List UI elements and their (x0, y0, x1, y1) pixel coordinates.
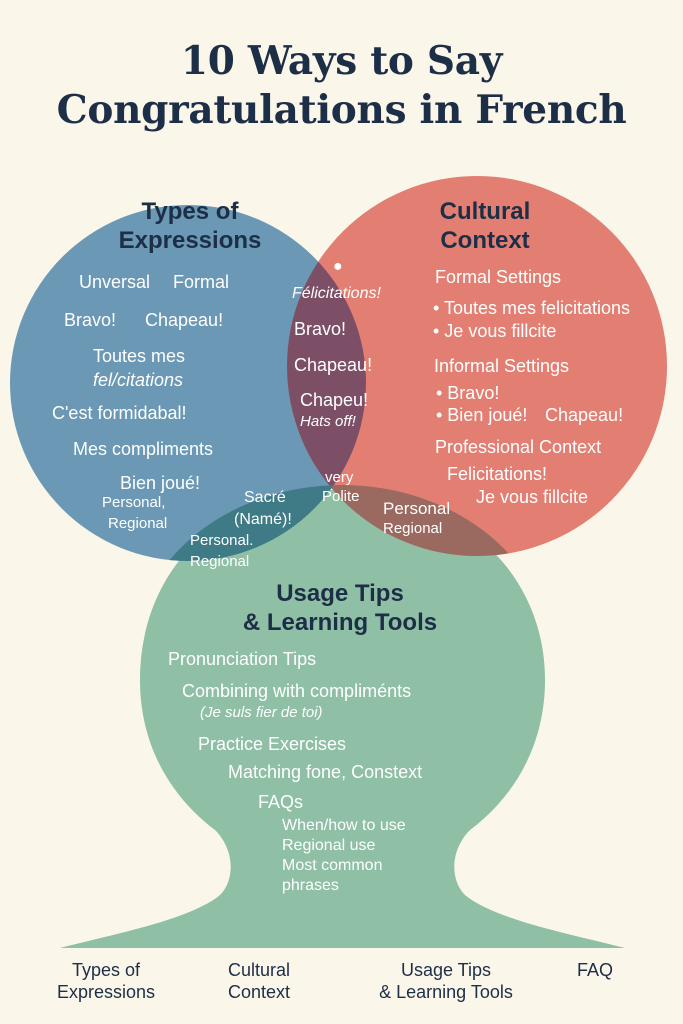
expressions-heading: Types of Expressions (90, 198, 290, 256)
usage-pronunciation: Pronunciation Tips (168, 649, 317, 669)
footer-item-expressions-line2: Expressions (56, 981, 156, 1002)
overlap-sacre-line2: (Namé)! (234, 511, 292, 528)
expr-bien: Bien joué! (120, 473, 201, 493)
page-title-line1: 10 Ways to Say (180, 38, 503, 84)
usage-matching: Matching fone, Constext (228, 762, 423, 782)
expr-bravo: Bravo! (64, 310, 117, 330)
usage-heading-line1: Usage Tips (276, 580, 404, 607)
footer-item-cultural: Cultural Context (205, 960, 313, 1004)
expr-formal: Formal (173, 272, 230, 292)
footer-item-usage: Usage Tips & Learning Tools (356, 960, 536, 1004)
usage-faq-item-1: When/how to use (282, 817, 406, 834)
cultural-heading-line1: Cultural (439, 198, 531, 225)
overlap-left-personal-line2: Regional (190, 553, 250, 570)
cultural-professional: Professional Context (435, 437, 602, 457)
cultural-formal-item-2: • Je vous fillcite (433, 321, 557, 341)
expr-personal-line1: Personal, (102, 494, 166, 511)
footer-item-cultural-line2: Context (227, 981, 291, 1002)
expr-toutes-line1: Toutes mes (93, 346, 186, 366)
usage-combining-example: (Je suls fier de toi) (200, 704, 323, 721)
overlap-hats-off: Hats off! (300, 413, 356, 430)
overlap-very-line1: very (325, 469, 354, 486)
overlap-sacre-line1: Sacré (244, 489, 286, 506)
cultural-informal-item-3: Chapeau! (545, 405, 624, 425)
cultural-formal-settings: Formal Settings (435, 267, 562, 287)
overlap-bullet-icon: ● (333, 258, 343, 275)
usage-combining: Combining with compliménts (182, 681, 412, 701)
overlap-right-personal-line2: Regional (383, 520, 443, 537)
footer-item-faq-line1: FAQ (576, 960, 613, 980)
expr-personal-line2: Regional (108, 515, 168, 532)
footer-item-faq: FAQ (565, 960, 625, 982)
usage-practice: Practice Exercises (198, 734, 347, 754)
footer-item-usage-line2: & Learning Tools (379, 981, 513, 1002)
cultural-professional-item-1: Felicitations! (447, 464, 548, 484)
usage-heading: Usage Tips & Learning Tools (220, 580, 460, 638)
cultural-heading-line2: Context (440, 226, 530, 254)
usage-heading-line2: & Learning Tools (242, 608, 438, 636)
cultural-informal-item-1: • Bravo! (436, 383, 500, 403)
cultural-informal-item-2: • Bien joué! (436, 405, 528, 425)
cultural-professional-item-2: Je vous fillcite (476, 487, 589, 507)
page-title-line2: Congratulations in French (56, 87, 627, 133)
overlap-right-personal-line1: Personal (383, 499, 451, 518)
expr-cest: C'est formidabal! (52, 403, 187, 423)
usage-faq-item-2: Regional use (282, 837, 376, 854)
overlap-chapeu: Chapeu! (300, 390, 369, 410)
overlap-very-line2: Polite (322, 488, 360, 505)
footer-item-expressions-line1: Types of (71, 960, 141, 980)
footer-item-cultural-line1: Cultural (227, 960, 291, 980)
cultural-formal-item-1: • Toutes mes felicitations (433, 298, 631, 318)
expr-toutes-line2: fel/citations (93, 370, 184, 390)
overlap-left-personal-line1: Personal. (190, 532, 254, 549)
footer-item-usage-line1: Usage Tips (400, 960, 492, 980)
usage-faqs: FAQs (258, 792, 304, 812)
footer-item-expressions: Types of Expressions (40, 960, 172, 1004)
expr-universal: Unversal (79, 272, 151, 292)
expressions-heading-line1: Types of (141, 198, 239, 225)
cultural-informal-settings: Informal Settings (434, 356, 570, 376)
usage-faq-item-4: phrases (282, 877, 339, 894)
cultural-circle (287, 176, 667, 556)
expr-mes: Mes compliments (73, 439, 214, 459)
usage-tree-shape (60, 490, 625, 948)
cultural-heading: Cultural Context (400, 198, 570, 256)
expr-chapeau: Chapeau! (145, 310, 224, 330)
expressions-circle (10, 205, 366, 561)
usage-faq-item-3: Most common (282, 857, 383, 874)
overlap-chapeau: Chapeau! (294, 355, 373, 375)
expressions-heading-line2: Expressions (118, 226, 262, 254)
overlap-bravo: Bravo! (294, 319, 347, 339)
overlap-felicitations: Félicitations! (292, 285, 381, 302)
